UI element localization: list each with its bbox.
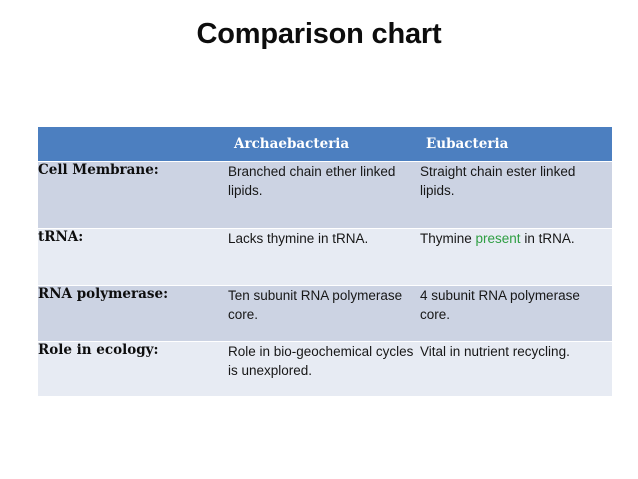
header-cell-eubacteria: Eubacteria — [420, 127, 612, 162]
value-text-before: Thymine — [420, 231, 476, 246]
row-label-cell: tRNA: — [38, 228, 228, 286]
row-archaebacteria-value: Lacks thymine in tRNA. — [228, 231, 369, 246]
table-row: Role in ecology: Role in bio-geochemical… — [38, 341, 612, 396]
row-label: RNA polymerase: — [38, 286, 169, 302]
row-label-cell: Cell Membrane: — [38, 161, 228, 229]
row-archaebacteria-value: Role in bio-geochemical cycles is unexpl… — [228, 344, 414, 378]
row-eubacteria-value: Thymine present in tRNA. — [420, 229, 612, 248]
value-text-after: in tRNA. — [520, 231, 575, 246]
row-label: Cell Membrane: — [38, 162, 159, 178]
row-label: tRNA: — [38, 229, 84, 245]
row-label-cell: Role in ecology: — [38, 341, 228, 396]
row-eubacteria-cell: Thymine present in tRNA. — [420, 228, 612, 286]
header-cell-archaebacteria: Archaebacteria — [228, 127, 420, 162]
row-eubacteria-value: 4 subunit RNA polymerase core. — [420, 286, 612, 324]
value-text-before: 4 subunit RNA polymerase core. — [420, 288, 580, 322]
row-archaebacteria-cell: Role in bio-geochemical cycles is unexpl… — [228, 341, 420, 396]
table-row: Cell Membrane: Branched chain ether link… — [38, 161, 612, 229]
row-archaebacteria-value: Ten subunit RNA polymerase core. — [228, 288, 403, 322]
header-eubacteria-label: Eubacteria — [426, 136, 509, 152]
row-eubacteria-cell: Straight chain ester linked lipids. — [420, 161, 612, 229]
value-text-highlight: present — [475, 231, 521, 246]
row-eubacteria-value: Straight chain ester linked lipids. — [420, 162, 612, 200]
value-text-before: Straight chain ester linked lipids. — [420, 164, 576, 198]
row-archaebacteria-value: Branched chain ether linked lipids. — [228, 164, 396, 198]
table-header-row: Archaebacteria Eubacteria — [38, 127, 612, 162]
table-row: RNA polymerase: Ten subunit RNA polymera… — [38, 285, 612, 342]
row-label: Role in ecology: — [38, 342, 159, 358]
row-eubacteria-cell: 4 subunit RNA polymerase core. — [420, 285, 612, 342]
value-text-before: Vital in nutrient recycling. — [420, 344, 570, 359]
table-row: tRNA: Lacks thymine in tRNA. Thymine pre… — [38, 228, 612, 286]
header-cell-blank — [38, 127, 228, 162]
row-archaebacteria-cell: Branched chain ether linked lipids. — [228, 161, 420, 229]
row-eubacteria-value: Vital in nutrient recycling. — [420, 342, 612, 361]
row-eubacteria-cell: Vital in nutrient recycling. — [420, 341, 612, 396]
row-archaebacteria-cell: Lacks thymine in tRNA. — [228, 228, 420, 286]
row-archaebacteria-cell: Ten subunit RNA polymerase core. — [228, 285, 420, 342]
row-label-cell: RNA polymerase: — [38, 285, 228, 342]
page-title: Comparison chart — [196, 18, 442, 50]
header-archaebacteria-label: Archaebacteria — [234, 136, 350, 152]
comparison-table: Archaebacteria Eubacteria Cell Membrane:… — [38, 127, 612, 396]
